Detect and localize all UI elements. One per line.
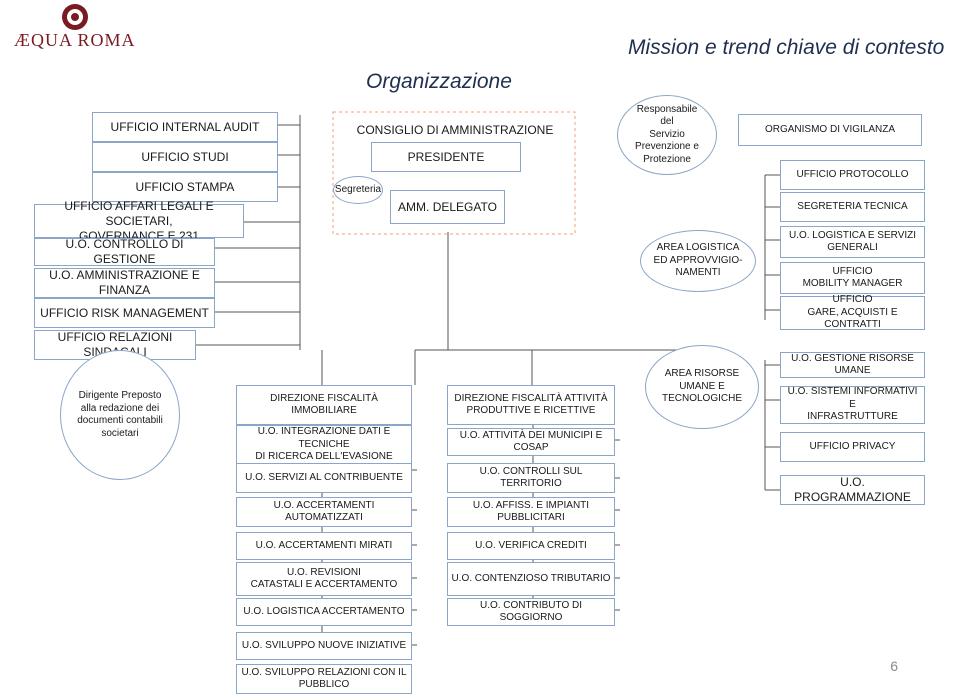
protocollo-box: UFFICIO PROTOCOLLO [780,160,925,190]
attivita-municipi-box: U.O. ATTIVITÀ DEI MUNICIPI E COSAP [447,428,615,456]
segreteria-ellipse: Segreteria [333,176,383,204]
programmazione-box: U.O. PROGRAMMAZIONE [780,475,925,505]
consiglio-label: CONSIGLIO DI AMMINISTRAZIONE [345,116,565,144]
segreteria-tecnica-box: SEGRETERIA TECNICA [780,192,925,222]
relazioni-pubblico-box: U.O. SVILUPPO RELAZIONI CON IL PUBBLICO [236,664,412,694]
area-logistica-ellipse: AREA LOGISTICA ED APPROVVIGIO- NAMENTI [640,230,756,292]
amm-delegato-box: AMM. DELEGATO [390,190,505,224]
logo-text: ÆQUA ROMA [14,30,136,50]
vigilanza-box: ORGANISMO DI VIGILANZA [738,114,922,146]
mobility-manager-box: UFFICIO MOBILITY MANAGER [780,262,925,294]
fiscalita-immobiliare-box: DIREZIONE FISCALITÀ IMMOBILIARE [236,385,412,425]
accertamenti-mirati-box: U.O. ACCERTAMENTI MIRATI [236,532,412,560]
dirigente-ellipse: Dirigente Preposto alla redazione dei do… [60,350,180,480]
main-title: Mission e trend chiave di contesto [628,36,945,59]
page-number: 6 [890,658,898,674]
sistemi-informativi-box: U.O. SISTEMI INFORMATIVI E INFRASTRUTTUR… [780,386,925,424]
affissioni-box: U.O. AFFISS. E IMPIANTI PUBBLICITARI [447,497,615,527]
internal-audit-box: UFFICIO INTERNAL AUDIT [92,112,278,142]
logistica-accertamento-box: U.O. LOGISTICA ACCERTAMENTO [236,598,412,626]
org-title: Organizzazione [366,70,512,93]
verifica-crediti-box: U.O. VERIFICA CREDITI [447,532,615,560]
accertamenti-automatizzati-box: U.O. ACCERTAMENTI AUTOMATIZZATI [236,497,412,527]
amministrazione-box: U.O. AMMINISTRAZIONE E FINANZA [34,268,215,298]
contributo-soggiorno-box: U.O. CONTRIBUTO DI SOGGIORNO [447,598,615,626]
responsabile-ellipse: Responsabile del Servizio Prevenzione e … [617,95,717,175]
logistica-servizi-box: U.O. LOGISTICA E SERVIZI GENERALI [780,226,925,258]
servizi-contribuente-box: U.O. SERVIZI AL CONTRIBUENTE [236,463,412,493]
risorse-umane-box: U.O. GESTIONE RISORSE UMANE [780,352,925,378]
contenzioso-box: U.O. CONTENZIOSO TRIBUTARIO [447,562,615,596]
revisioni-catastali-box: U.O. REVISIONI CATASTALI E ACCERTAMENTO [236,562,412,596]
risk-management-box: UFFICIO RISK MANAGEMENT [34,298,215,328]
fiscalita-produttive-box: DIREZIONE FISCALITÀ ATTIVITÀ PRODUTTIVE … [447,385,615,425]
controllo-gestione-box: U.O. CONTROLLO DI GESTIONE [34,237,215,266]
controlli-territorio-box: U.O. CONTROLLI SUL TERRITORIO [447,463,615,493]
presidente-box: PRESIDENTE [371,142,521,172]
integrazione-dati-box: U.O. INTEGRAZIONE DATI E TECNICHE DI RIC… [236,425,412,465]
affari-legali-box: UFFICIO AFFARI LEGALI E SOCIETARI, GOVER… [34,199,244,243]
studi-box: UFFICIO STUDI [92,142,278,172]
sviluppo-iniziative-box: U.O. SVILUPPO NUOVE INIZIATIVE [236,632,412,660]
area-risorse-ellipse: AREA RISORSE UMANE E TECNOLOGICHE [645,345,759,429]
gare-box: UFFICIO GARE, ACQUISTI E CONTRATTI [780,294,925,330]
stampa-box: UFFICIO STAMPA [92,172,278,202]
rose-emblem-icon [62,4,88,30]
privacy-box: UFFICIO PRIVACY [780,432,925,462]
